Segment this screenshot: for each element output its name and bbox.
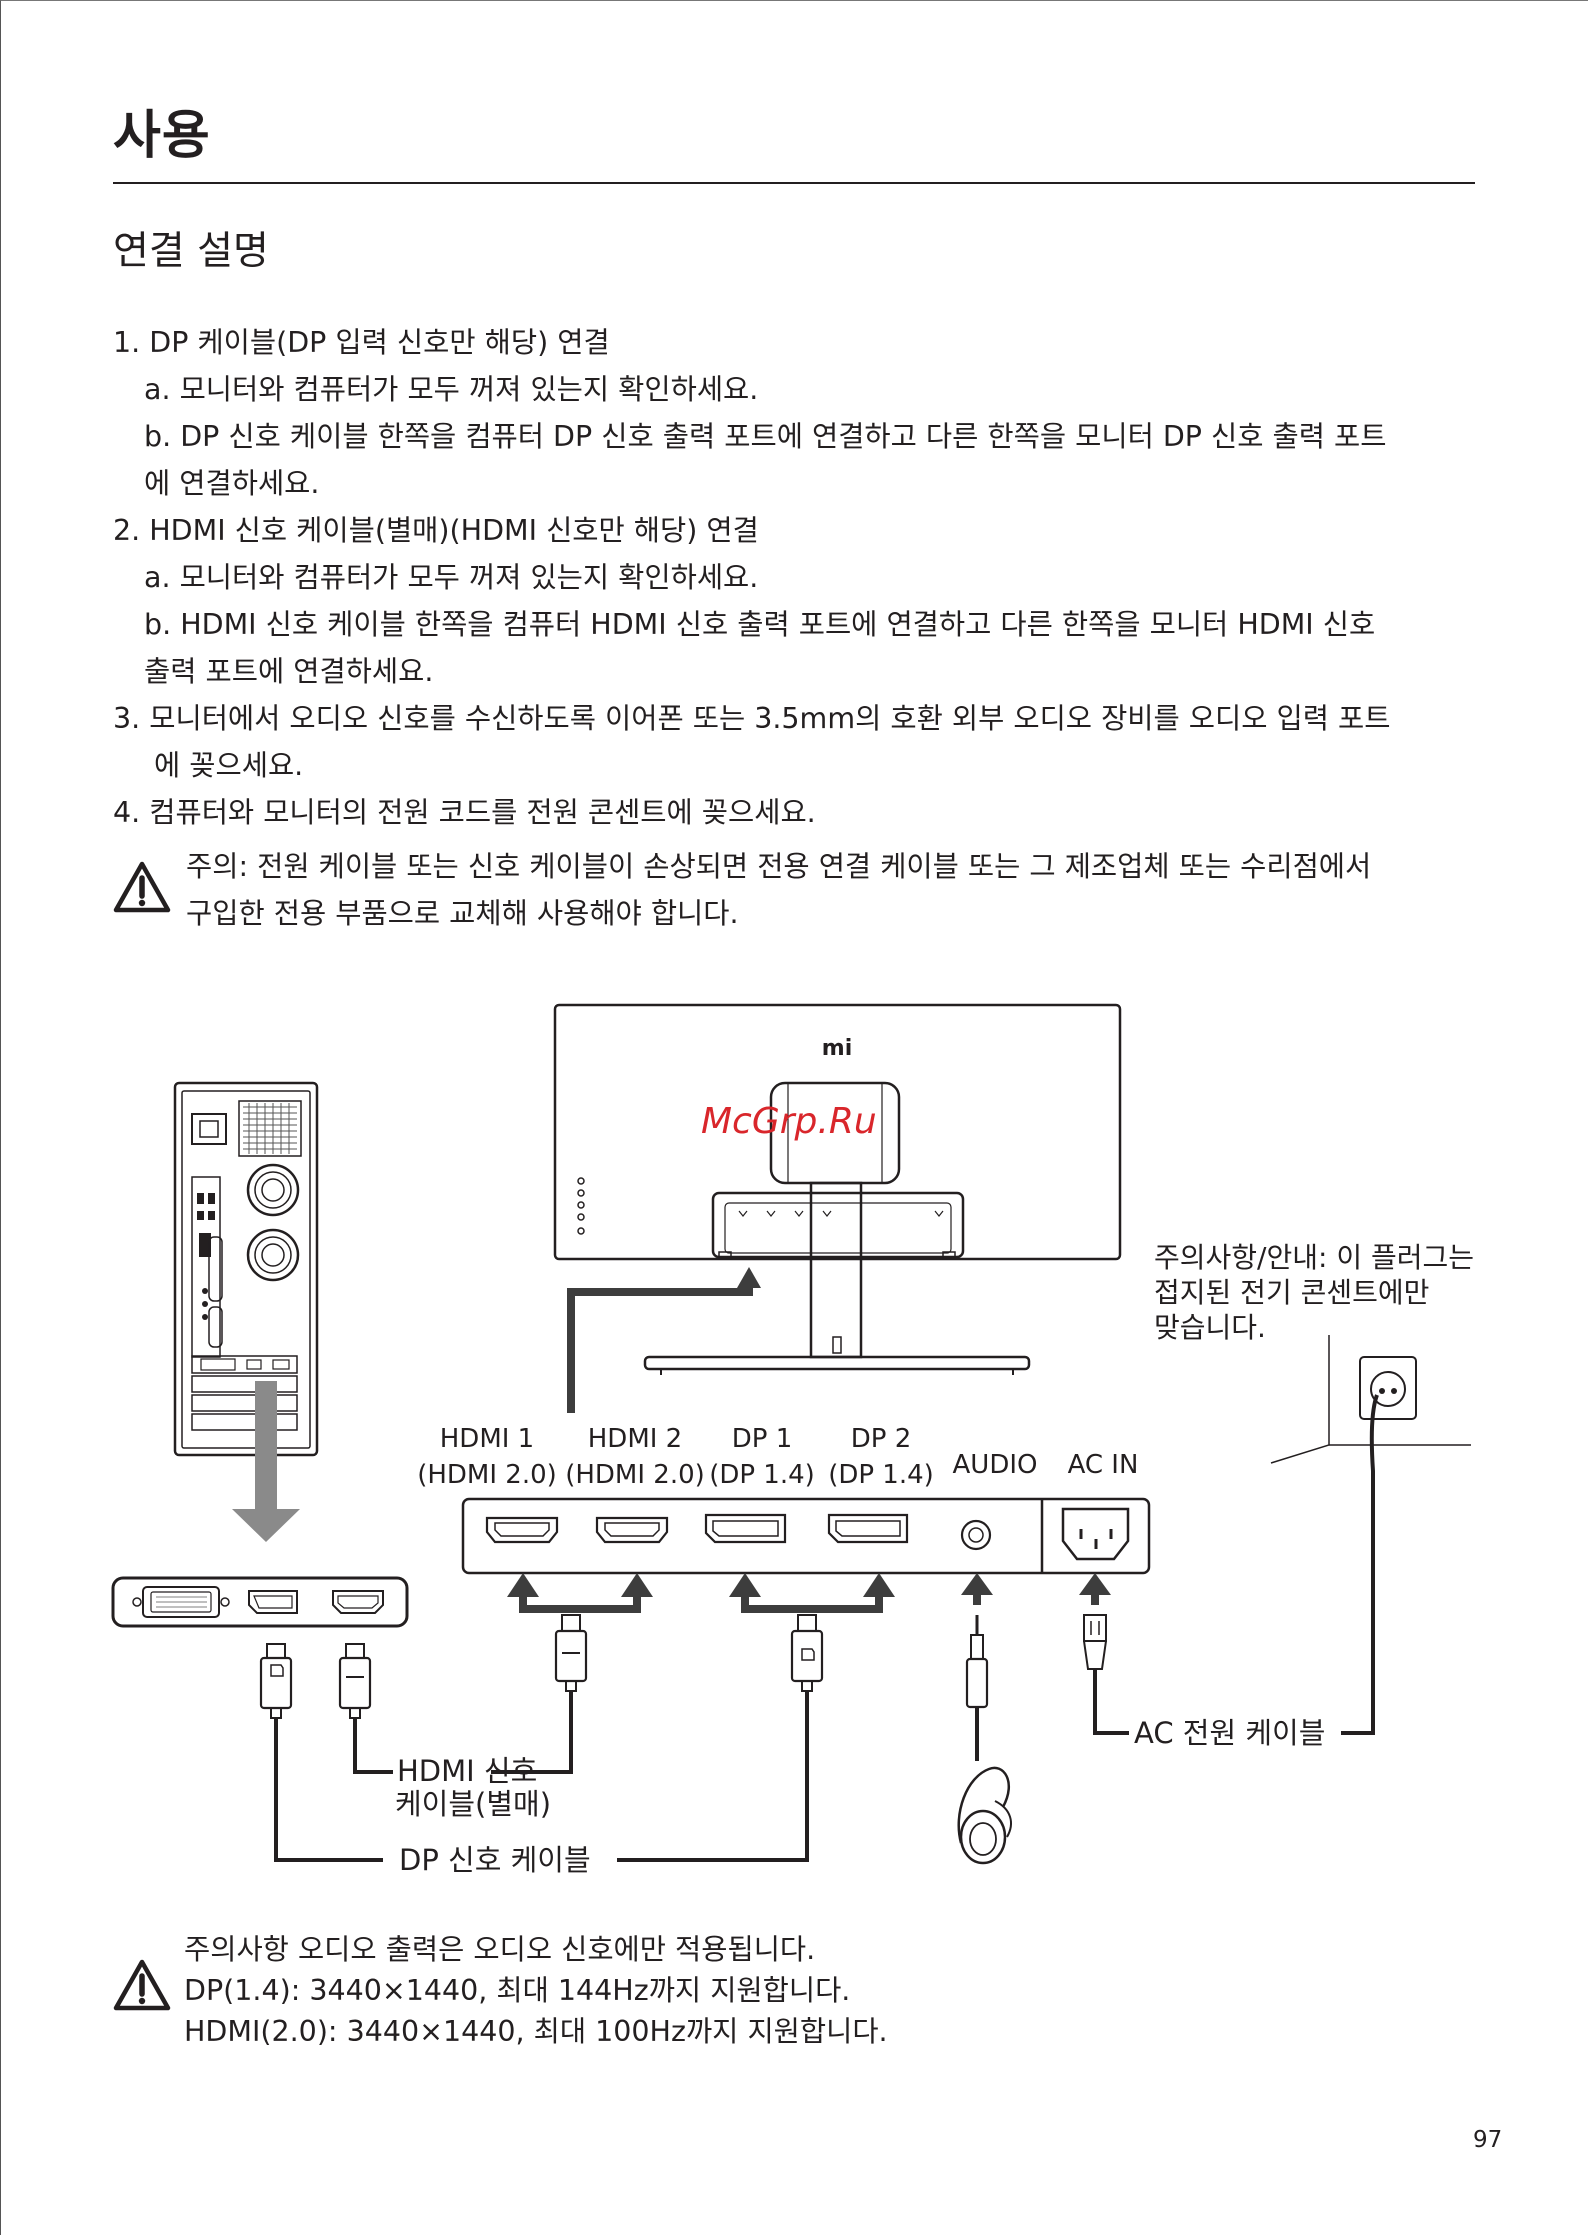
port-labels: HDMI 1 (HDMI 2.0) HDMI 2 (HDMI 2.0) DP 1…: [417, 1424, 1138, 1490]
pc-tower: [173, 1081, 319, 1457]
instruction-line: 1. DP 케이블(DP 입력 신호만 해당) 연결: [113, 326, 610, 359]
dp-plug-monitor: [617, 1614, 824, 1862]
port-label-acin: AC IN: [1068, 1450, 1139, 1480]
hdmi-plug-monitor: [491, 1614, 588, 1774]
port-label-dp2-version: (DP 1.4): [828, 1460, 934, 1490]
monitor-port-panel: [461, 1497, 1151, 1575]
hdmi-plug-pc: [338, 1643, 393, 1774]
instruction-line: b. HDMI 신호 케이블 한쪽을 컴퓨터 HDMI 신호 출력 포트에 연결…: [144, 608, 1376, 641]
instruction-line: 3. 모니터에서 오디오 신호를 수신하도록 이어폰 또는 3.5mm의 호환 …: [113, 702, 1391, 735]
monitor-rear: [553, 1003, 1122, 1375]
dp-plug-pc: [259, 1643, 383, 1862]
plug-notice-line: 주의사항/안내: 이 플러그는: [1154, 1241, 1474, 1274]
title-divider: [113, 182, 1475, 184]
instruction-line: a. 모니터와 컴퓨터가 모두 꺼져 있는지 확인하세요.: [144, 373, 759, 406]
caution-line: 구입한 전용 부품으로 교체해 사용해야 합니다.: [186, 897, 739, 930]
instruction-line: 에 연결하세요.: [144, 467, 320, 500]
hdmi-cable-label: HDMI 신호: [397, 1754, 537, 1788]
dp-cable-label: DP 신호 케이블: [399, 1843, 591, 1877]
instruction-line: 2. HDMI 신호 케이블(별매)(HDMI 신호만 해당) 연결: [113, 514, 759, 547]
section-heading: 연결 설명: [113, 229, 269, 274]
page-title: 사용: [113, 106, 211, 166]
page-number: 97: [1473, 2127, 1503, 2153]
port-label-dp1-version: (DP 1.4): [709, 1460, 815, 1490]
ac-cable-label: AC 전원 케이블: [1134, 1716, 1325, 1750]
port-label-hdmi2-version: (HDMI 2.0): [565, 1460, 705, 1490]
instruction-line: 4. 컴퓨터와 모니터의 전원 코드를 전원 콘센트에 꽂으세요.: [113, 796, 816, 829]
spec-line: DP(1.4): 3440×1440, 최대 144Hz까지 지원합니다.: [184, 1974, 851, 2007]
instruction-line: 에 꽂으세요.: [154, 749, 304, 782]
instruction-line: 출력 포트에 연결하세요.: [144, 655, 434, 688]
port-label-hdmi1-version: (HDMI 2.0): [417, 1460, 557, 1490]
monitor-logo: mi: [822, 1036, 852, 1061]
instruction-list: 1. DP 케이블(DP 입력 신호만 해당) 연결 a. 모니터와 컴퓨터가 모…: [113, 319, 1493, 836]
zoom-arrow: [232, 1381, 300, 1542]
spec-line: HDMI(2.0): 3440×1440, 최대 100Hz까지 지원합니다.: [184, 2015, 888, 2048]
watermark: McGrp.Ru: [701, 1101, 877, 1142]
plug-notice-line: 맞습니다.: [1154, 1311, 1266, 1344]
cable-arrows: [519, 1589, 1099, 1613]
spec-note: 주의사항 오디오 출력은 오디오 신호에만 적용됩니다. DP(1.4): 34…: [113, 1929, 888, 2052]
caution-note: 주의: 전원 케이블 또는 신호 케이블이 손상되면 전용 연결 케이블 또는 …: [113, 843, 1371, 937]
wall-outlet: [1270, 1335, 1471, 1735]
pc-port-panel: [111, 1576, 409, 1628]
spec-line: 주의사항 오디오 출력은 오디오 신호에만 적용됩니다.: [184, 1933, 816, 1966]
instruction-line: a. 모니터와 컴퓨터가 모두 꺼져 있는지 확인하세요.: [144, 561, 759, 594]
port-label-hdmi2: HDMI 2: [588, 1424, 682, 1454]
port-label-audio: AUDIO: [953, 1450, 1038, 1480]
port-label-dp2: DP 2: [851, 1424, 912, 1454]
plug-notice: 주의사항/안내: 이 플러그는 접지된 전기 콘센트에만 맞습니다.: [1154, 1241, 1474, 1344]
hdmi-cable-label: 케이블(별매): [395, 1787, 551, 1821]
instruction-line: b. DP 신호 케이블 한쪽을 컴퓨터 DP 신호 출력 포트에 연결하고 다…: [144, 420, 1387, 453]
ac-plug: [1083, 1614, 1129, 1735]
caution-line: 주의: 전원 케이블 또는 신호 케이블이 손상되면 전용 연결 케이블 또는 …: [186, 850, 1372, 883]
port-label-hdmi1: HDMI 1: [440, 1424, 534, 1454]
headphones-icon: [957, 1766, 1012, 1865]
port-label-dp1: DP 1: [732, 1424, 793, 1454]
warning-icon: [113, 861, 171, 913]
audio-plug: [965, 1615, 989, 1761]
warning-icon: [113, 1959, 171, 2011]
plug-notice-line: 접지된 전기 콘센트에만: [1154, 1276, 1429, 1309]
